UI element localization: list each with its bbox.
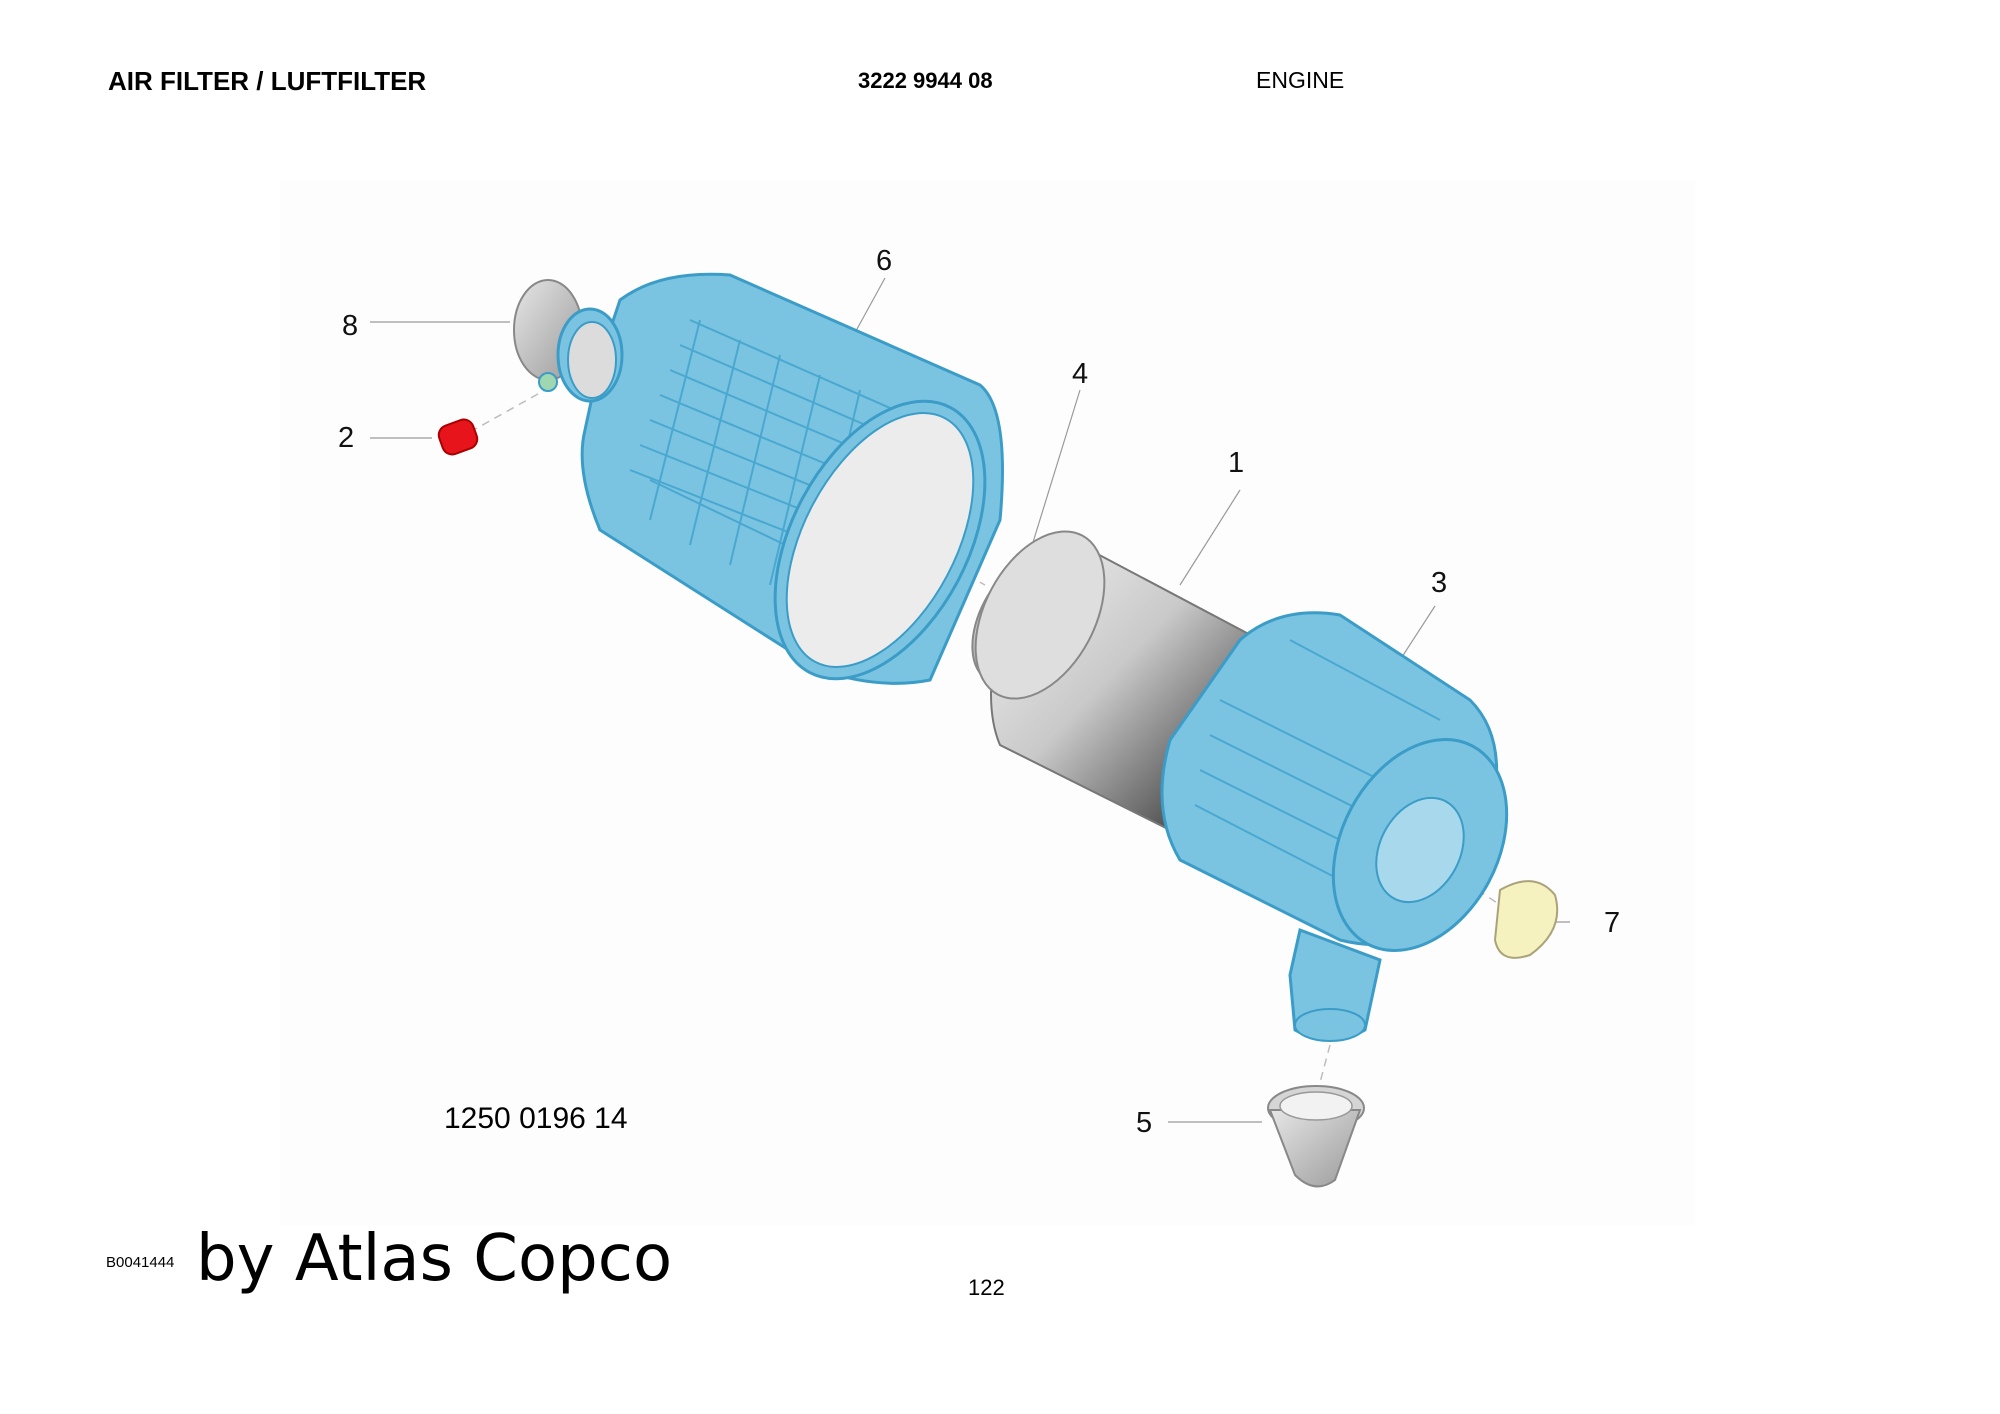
part-7-disc bbox=[1493, 880, 1559, 959]
callout-3: 3 bbox=[1431, 567, 1447, 599]
exploded-view-area: 1 2 3 4 5 6 7 8 bbox=[280, 180, 1695, 1225]
callout-4: 4 bbox=[1072, 358, 1088, 390]
part-2-cap bbox=[437, 418, 479, 456]
callout-2: 2 bbox=[338, 422, 354, 454]
callout-6: 6 bbox=[876, 245, 892, 277]
callout-5: 5 bbox=[1136, 1107, 1152, 1139]
page-number: 122 bbox=[968, 1275, 1005, 1300]
callout-1: 1 bbox=[1228, 447, 1244, 479]
assembly-part-number: 1250 0196 14 bbox=[444, 1102, 628, 1135]
reference-code: B0041444 bbox=[106, 1254, 175, 1271]
part-3-housing bbox=[1160, 611, 1509, 1042]
document-number: 3222 9944 08 bbox=[858, 68, 993, 93]
callout-8: 8 bbox=[342, 310, 358, 342]
brand-text: by Atlas Copco bbox=[196, 1222, 673, 1296]
part-5-dust-valve bbox=[1267, 1085, 1365, 1188]
leader-lines bbox=[370, 277, 1570, 1123]
callout-labels: 1 2 3 4 5 6 7 8 bbox=[338, 245, 1620, 1139]
page-title: AIR FILTER / LUFTFILTER bbox=[108, 66, 427, 96]
exploded-diagram: 1 2 3 4 5 6 7 8 bbox=[338, 245, 1620, 1188]
section-label: ENGINE bbox=[1256, 67, 1345, 93]
part-6-housing bbox=[538, 272, 1004, 685]
callout-7: 7 bbox=[1604, 907, 1620, 939]
